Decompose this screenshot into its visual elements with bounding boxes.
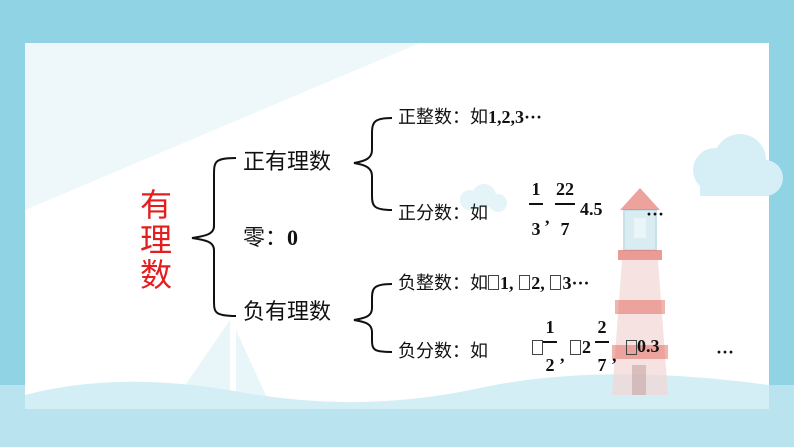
title-char-1: 有 bbox=[139, 186, 172, 224]
negative-fraction-label: 负分数：如 bbox=[398, 341, 488, 362]
fraction-1-3-numerator: 1 bbox=[531, 179, 541, 199]
negative-fraction-separator: , bbox=[560, 345, 565, 365]
positive-brace bbox=[353, 117, 393, 211]
positive-fraction-ellipsis: ··· bbox=[646, 204, 665, 224]
negative-integer-example-2: 2, bbox=[531, 273, 545, 293]
title-char-3: 数 bbox=[139, 256, 172, 294]
main-brace bbox=[191, 157, 237, 317]
positive-integer-row: 正整数：如1,2,3··· bbox=[398, 108, 542, 127]
negative-integer-example-1: 1, bbox=[500, 273, 514, 293]
minus-sign-icon bbox=[519, 275, 531, 290]
negative-decimal: 0.3 bbox=[637, 336, 660, 356]
negative-fraction-ellipsis: ··· bbox=[716, 342, 735, 362]
light-ray-top bbox=[25, 43, 420, 210]
negative-integer-label: 负整数：如 bbox=[398, 273, 488, 294]
fraction-2-7-bar bbox=[595, 341, 609, 343]
minus-sign-icon bbox=[626, 340, 637, 355]
zero-row: 零：0 bbox=[243, 227, 298, 250]
positive-rational-label: 正有理数 bbox=[243, 150, 332, 175]
sea-waves bbox=[25, 374, 769, 409]
minus-sign-icon bbox=[570, 340, 581, 355]
rational-number-title: 有 理 数 bbox=[136, 188, 176, 293]
zero-value: 0 bbox=[287, 225, 299, 250]
fraction-2-7-denominator: 7 bbox=[597, 355, 607, 375]
negative-integer-row: 负整数：如 1, 2, 3··· bbox=[398, 274, 589, 293]
positive-integer-label: 正整数：如 bbox=[398, 107, 488, 128]
negative-brace bbox=[353, 283, 393, 353]
cloud-icon bbox=[693, 134, 783, 196]
sailboat-icon bbox=[175, 320, 268, 400]
minus-sign-icon bbox=[550, 275, 562, 290]
lighthouse-icon bbox=[612, 188, 668, 395]
cloud-small-icon bbox=[460, 184, 507, 212]
fraction-1-3-denominator: 3 bbox=[531, 219, 541, 239]
zero-label: 零： bbox=[243, 226, 288, 251]
negative-rational-label: 负有理数 bbox=[243, 300, 332, 325]
title-char-2: 理 bbox=[139, 221, 172, 259]
mixed-number-whole: 2 bbox=[582, 337, 591, 357]
fraction-22-7-numerator: 22 bbox=[556, 179, 574, 199]
minus-sign-icon bbox=[488, 275, 499, 290]
positive-decimal: 4.5 bbox=[580, 199, 603, 219]
fraction-22-7-denominator: 7 bbox=[560, 219, 570, 239]
fraction-1-2-bar bbox=[543, 341, 557, 343]
negative-integer-example-3: 3··· bbox=[562, 273, 590, 293]
fraction-22-7-bar bbox=[555, 203, 575, 205]
fraction-1-3-bar bbox=[529, 203, 543, 205]
fraction-1-2-numerator: 1 bbox=[545, 317, 555, 337]
positive-fraction-label: 正分数：如 bbox=[398, 203, 488, 224]
positive-fraction-separator: , bbox=[545, 207, 550, 227]
negative-fraction-separator-2: , bbox=[612, 345, 617, 365]
fraction-1-2-denominator: 2 bbox=[545, 355, 555, 375]
positive-integer-examples: 1,2,3··· bbox=[488, 107, 543, 127]
minus-sign-icon bbox=[532, 340, 543, 355]
fraction-2-7-numerator: 2 bbox=[597, 317, 607, 337]
